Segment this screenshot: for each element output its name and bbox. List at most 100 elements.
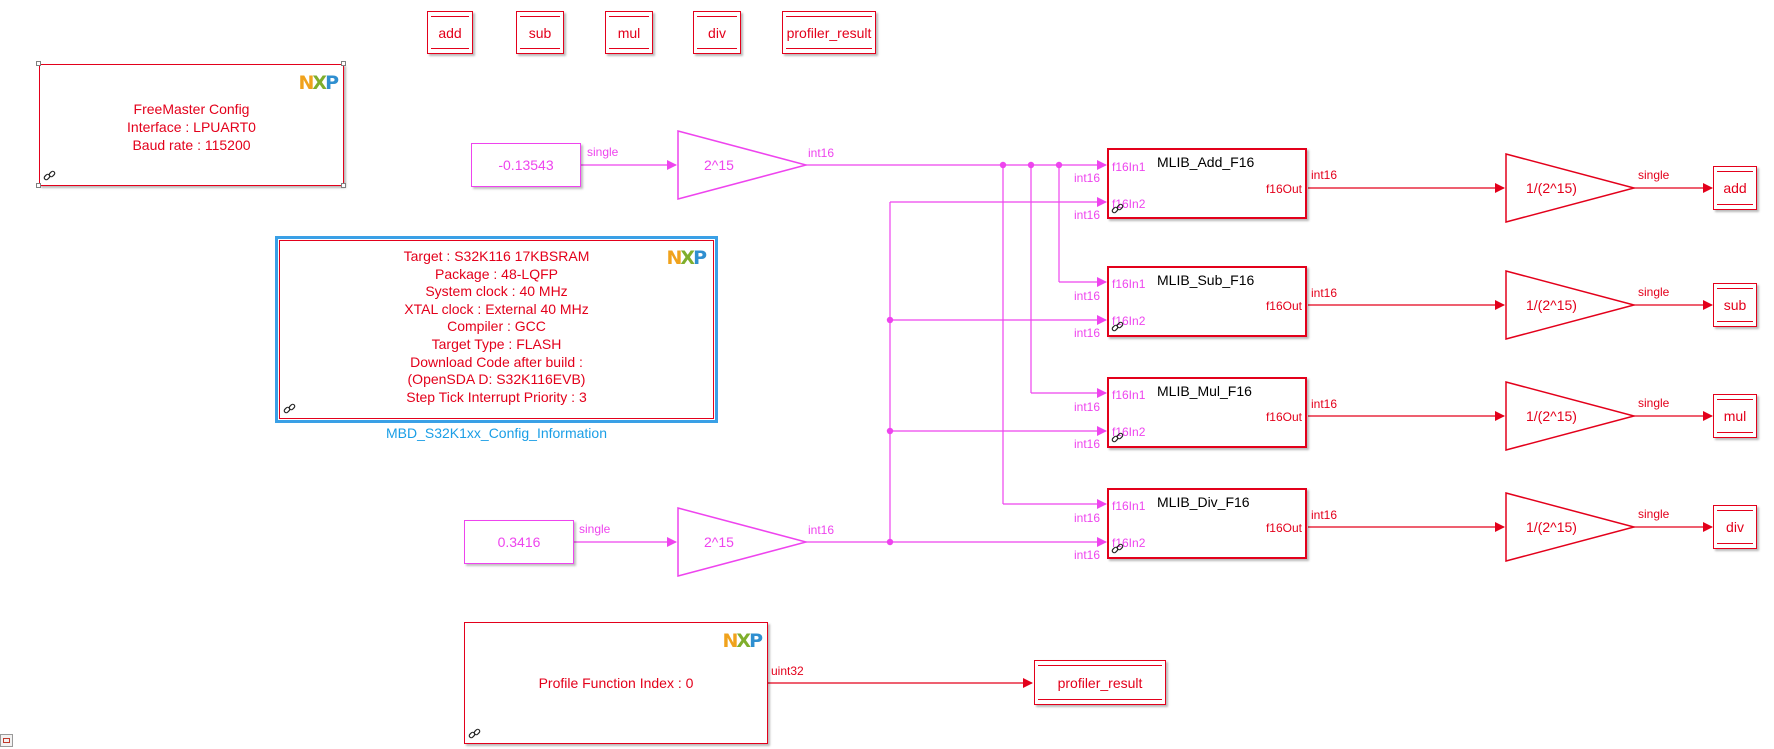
ws-out-div[interactable]: div <box>1713 505 1757 549</box>
gain-in2-shape[interactable] <box>677 507 809 577</box>
mlib-add-block[interactable]: MLIB_Add_F16 f16In1 f16In2 f16Out <box>1107 148 1307 219</box>
config-line: Download Code after build : <box>410 353 583 370</box>
config-line: Package : 48-LQFP <box>435 265 558 282</box>
gain-out-label: 1/(2^15) <box>1526 180 1577 196</box>
link-icon <box>283 403 296 414</box>
ws-top-sub[interactable]: sub <box>516 11 564 54</box>
signal-type-label: int16 <box>1074 511 1101 525</box>
constant-value: 0.3416 <box>497 534 541 550</box>
port-out: f16Out <box>1265 521 1302 535</box>
config-info-selection-frame <box>275 236 718 423</box>
ws-out-sub[interactable]: sub <box>1713 283 1757 327</box>
port-in1: f16In1 <box>1112 499 1146 513</box>
ws-top-div[interactable]: div <box>693 11 741 54</box>
constant-block-2[interactable]: 0.3416 <box>464 520 574 564</box>
freemaster-line: Interface : LPUART0 <box>127 119 256 135</box>
ws-top-add-label: add <box>438 24 462 41</box>
constant-block-1[interactable]: -0.13543 <box>471 143 581 187</box>
selection-handle <box>36 183 41 188</box>
gain-out-add-shape[interactable] <box>1505 153 1637 223</box>
ws-top-mul-label: mul <box>617 24 641 41</box>
ws-profiler-result-label: profiler_result <box>1057 674 1143 691</box>
signal-type-label: int16 <box>1074 437 1101 451</box>
signal-type-label: uint32 <box>771 664 804 678</box>
config-info-block[interactable]: NXP Target : S32K116 17KBSRAM Package : … <box>279 240 714 419</box>
signal-type-label: int16 <box>1074 289 1101 303</box>
freemaster-config-text: FreeMaster Config Interface : LPUART0 Ba… <box>40 100 343 154</box>
gain-in1-shape[interactable] <box>677 130 809 200</box>
port-in1: f16In1 <box>1112 388 1146 402</box>
signal-type-label: int16 <box>1311 508 1338 522</box>
ws-top-add[interactable]: add <box>427 11 473 54</box>
selection-handle <box>341 61 346 66</box>
config-line: System clock : 40 MHz <box>425 283 568 300</box>
signal-type-label: single <box>1638 507 1670 521</box>
port-out: f16Out <box>1265 299 1302 313</box>
signal-type-label: int16 <box>1074 400 1101 414</box>
nxp-logo: NXP <box>298 72 339 94</box>
profiler-block[interactable]: NXP Profile Function Index : 0 <box>464 622 768 744</box>
port-in2: f16In2 <box>1112 425 1146 439</box>
mlib-block-title: MLIB_Sub_F16 <box>1157 272 1255 288</box>
selection-handle <box>341 183 346 188</box>
signal-type-label: int16 <box>1311 397 1338 411</box>
signal-type-label: single <box>1638 285 1670 299</box>
port-in2: f16In2 <box>1112 314 1146 328</box>
mlib-block-title: MLIB_Add_F16 <box>1157 154 1255 170</box>
mlib-div-block[interactable]: MLIB_Div_F16 f16In1 f16In2 f16Out <box>1107 488 1307 559</box>
selection-handle <box>36 61 41 66</box>
model-browser-icon[interactable] <box>0 734 13 747</box>
ws-out-add[interactable]: add <box>1713 166 1757 210</box>
gain-out-label: 1/(2^15) <box>1526 297 1577 313</box>
config-line: Step Tick Interrupt Priority : 3 <box>406 388 587 405</box>
port-in2: f16In2 <box>1112 536 1146 550</box>
ws-top-profiler-result[interactable]: profiler_result <box>782 11 876 54</box>
freemaster-config-block[interactable]: NXP FreeMaster Config Interface : LPUART… <box>39 64 344 186</box>
signal-type-label: int16 <box>1311 286 1338 300</box>
port-in1: f16In1 <box>1112 277 1146 291</box>
ws-out-label: sub <box>1723 297 1747 313</box>
config-info-caption: MBD_S32K1xx_Config_Information <box>385 425 607 441</box>
config-line: Target : S32K116 17KBSRAM <box>403 248 590 264</box>
signal-type-label: single <box>1638 396 1670 410</box>
ws-top-mul[interactable]: mul <box>605 11 653 54</box>
config-line: Compiler : GCC <box>447 318 546 335</box>
freemaster-line: Baud rate : 115200 <box>132 137 251 153</box>
signal-type-label: single <box>587 145 619 159</box>
ws-top-div-label: div <box>708 24 726 41</box>
gain-out-mul-shape[interactable] <box>1505 381 1637 451</box>
link-icon <box>1111 432 1124 443</box>
mlib-sub-block[interactable]: MLIB_Sub_F16 f16In1 f16In2 f16Out <box>1107 266 1307 337</box>
signal-type-label: int16 <box>1074 208 1101 222</box>
port-out: f16Out <box>1265 410 1302 424</box>
gain-out-sub-shape[interactable] <box>1505 270 1637 340</box>
ws-profiler-result[interactable]: profiler_result <box>1034 660 1166 705</box>
port-in2: f16In2 <box>1112 197 1146 211</box>
signal-type-label: single <box>1638 168 1670 182</box>
signal-type-label: int16 <box>808 146 835 160</box>
ws-out-mul[interactable]: mul <box>1713 394 1757 438</box>
gain-out-label: 1/(2^15) <box>1526 519 1577 535</box>
config-line: Target Type : FLASH <box>431 335 562 352</box>
mlib-mul-block[interactable]: MLIB_Mul_F16 f16In1 f16In2 f16Out <box>1107 377 1307 448</box>
profiler-label: Profile Function Index : 0 <box>538 675 694 691</box>
signal-type-label: int16 <box>1074 171 1101 185</box>
link-icon <box>468 728 481 739</box>
gain-out-div-shape[interactable] <box>1505 492 1637 562</box>
ws-top-profiler-result-label: profiler_result <box>786 24 872 41</box>
nxp-logo: NXP <box>722 630 763 652</box>
port-out: f16Out <box>1265 182 1302 196</box>
signal-type-label: int16 <box>1074 548 1101 562</box>
signal-type-label: int16 <box>1311 168 1338 182</box>
nxp-logo: NXP <box>666 247 707 269</box>
link-icon <box>1111 321 1124 332</box>
gain-in1-label: 2^15 <box>704 157 734 173</box>
config-line: XTAL clock : External 40 MHz <box>404 300 589 317</box>
ws-top-sub-label: sub <box>528 24 552 41</box>
ws-out-label: mul <box>1723 408 1747 424</box>
config-line: (OpenSDA D: S32K116EVB) <box>407 371 586 388</box>
link-icon <box>1111 203 1124 214</box>
mlib-block-title: MLIB_Mul_F16 <box>1157 383 1252 399</box>
signal-type-label: single <box>579 522 611 536</box>
